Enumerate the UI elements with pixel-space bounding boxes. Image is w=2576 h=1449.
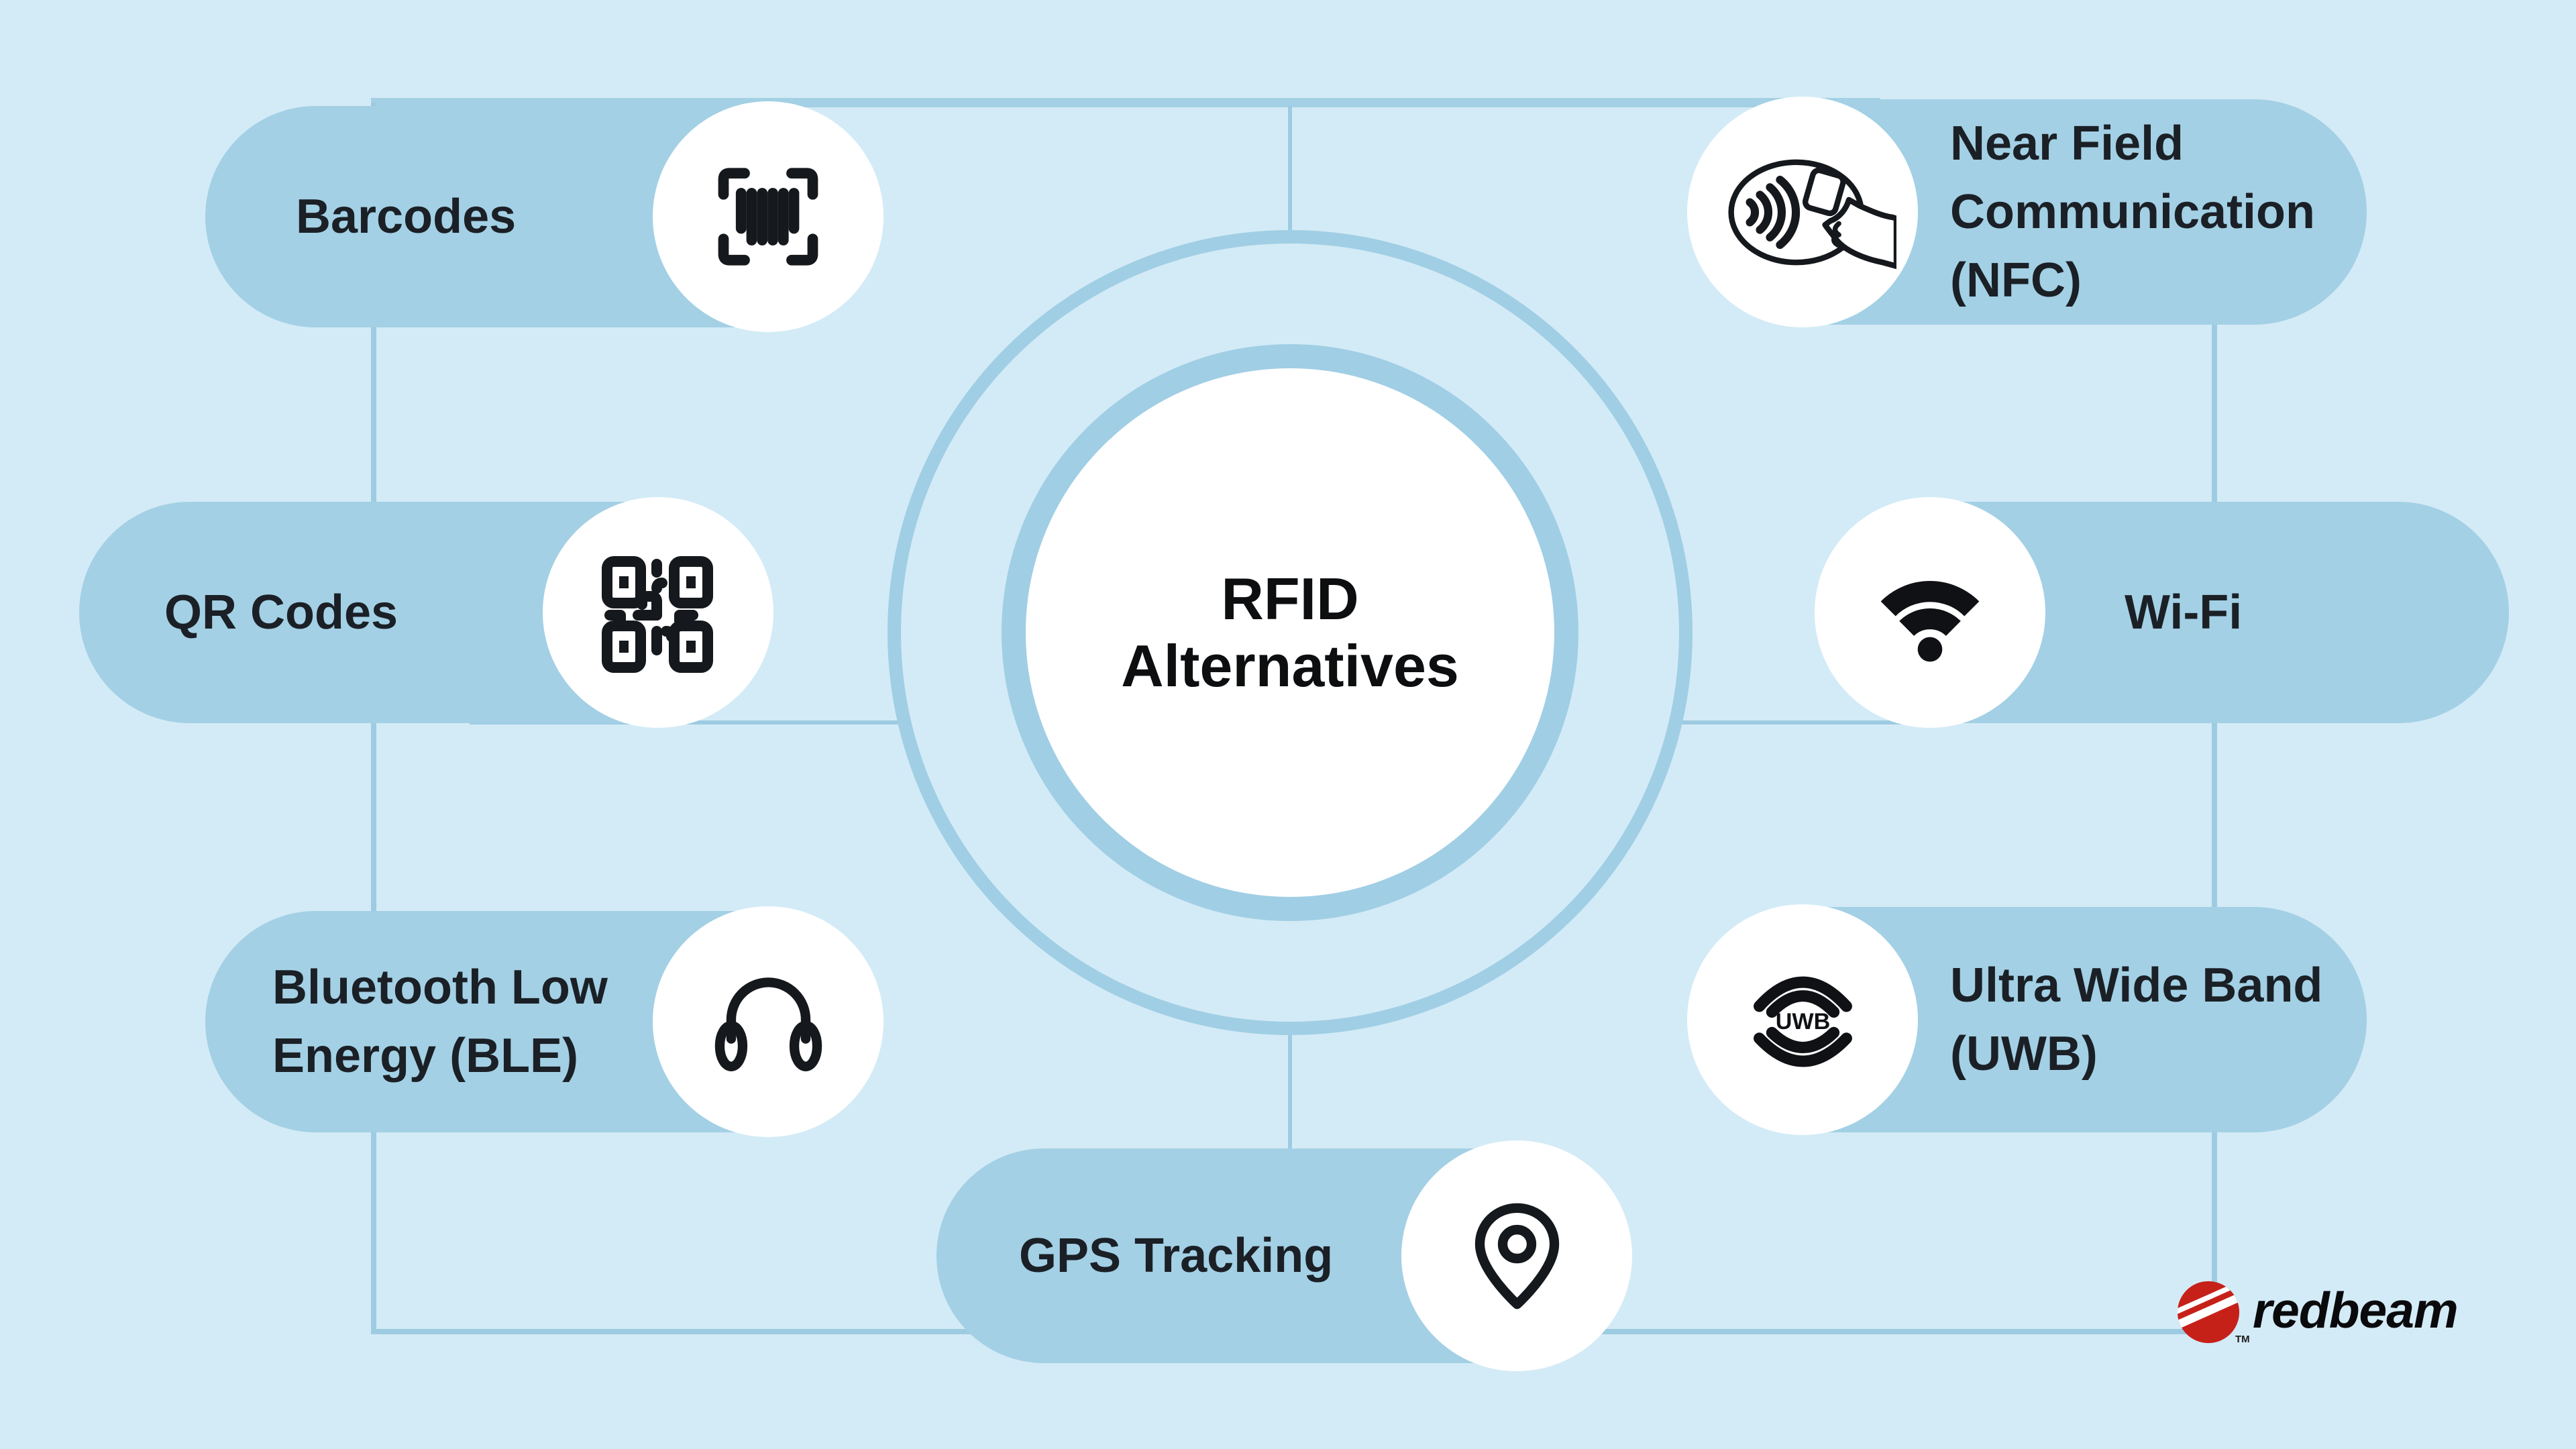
center-hub: RFID Alternatives [1002, 344, 1578, 921]
node-gps-label: GPS Tracking [1019, 1229, 1334, 1283]
node-qr-codes-label: QR Codes [164, 586, 398, 639]
node-gps: GPS Tracking [936, 1140, 1632, 1371]
connector-center-to-gps [1288, 1033, 1292, 1261]
location-pin-icon [1401, 1140, 1632, 1371]
page-title: RFID Alternatives [1121, 566, 1459, 700]
node-ble-label: Bluetooth Low Energy (BLE) [272, 961, 608, 1083]
headphones-icon [653, 906, 883, 1137]
node-barcodes-label: Barcodes [296, 190, 517, 244]
connector-center-top [1288, 106, 1292, 235]
connector-right-rail [2212, 208, 2217, 1334]
qr-code-icon [543, 497, 773, 728]
node-nfc-label: Near Field Communication (NFC) [1950, 117, 2316, 307]
node-wifi: Wi-Fi [1815, 497, 2509, 728]
node-uwb-label: Ultra Wide Band (UWB) [1950, 959, 2323, 1081]
node-uwb: UWB Ultra Wide Band (UWB) [1687, 904, 2367, 1135]
node-wifi-label: Wi-Fi [2125, 586, 2243, 639]
barcode-scan-icon [653, 101, 883, 332]
uwb-icon-label: UWB [1775, 1009, 1830, 1034]
redbeam-logo-mark: TM [2167, 1280, 2250, 1345]
page-title-line: Alternatives [1121, 633, 1459, 699]
wifi-icon [1815, 497, 2045, 728]
page-title-line: RFID [1221, 566, 1359, 632]
trademark-symbol: TM [2235, 1334, 2250, 1345]
node-nfc: Near Field Communication (NFC) [1687, 97, 2367, 327]
redbeam-logo: TM redbeam [2167, 1280, 2459, 1345]
redbeam-wordmark: redbeam [2253, 1282, 2459, 1338]
node-qr-codes: QR Codes [79, 497, 773, 728]
contactless-payment-icon [1687, 97, 1918, 327]
connector-wifi-to-center [1673, 720, 1935, 724]
node-ble: Bluetooth Low Energy (BLE) [205, 906, 883, 1137]
uwb-waves-icon: UWB [1687, 904, 1918, 1135]
node-barcodes: Barcodes [205, 101, 883, 332]
